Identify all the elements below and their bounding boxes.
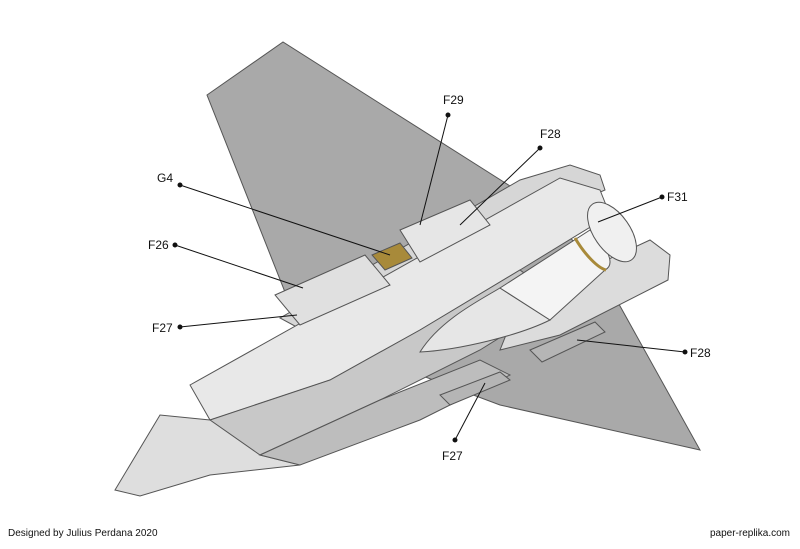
label-f28-top: F28 — [540, 127, 561, 141]
label-f29: F29 — [443, 93, 464, 107]
website-link[interactable]: paper-replika.com — [709, 528, 790, 539]
designer-credit: Designed by Julius Perdana 2020 — [8, 528, 158, 539]
part-g4-tab — [371, 242, 413, 271]
lower-fuselage — [258, 359, 512, 466]
label-f27-left: F27 — [152, 321, 173, 335]
label-f28-right: F28 — [690, 346, 711, 360]
part-f26 — [274, 254, 391, 326]
label-g4: G4 — [157, 171, 173, 185]
label-f27-bottom: F27 — [442, 449, 463, 463]
part-f27-bottom — [439, 371, 511, 406]
label-f31: F31 — [667, 190, 688, 204]
nozzle-ring — [573, 237, 607, 272]
part-f29 — [399, 199, 491, 263]
part-f28-right — [529, 321, 606, 363]
label-f26: F26 — [148, 238, 169, 252]
engine-nozzle — [587, 201, 637, 263]
